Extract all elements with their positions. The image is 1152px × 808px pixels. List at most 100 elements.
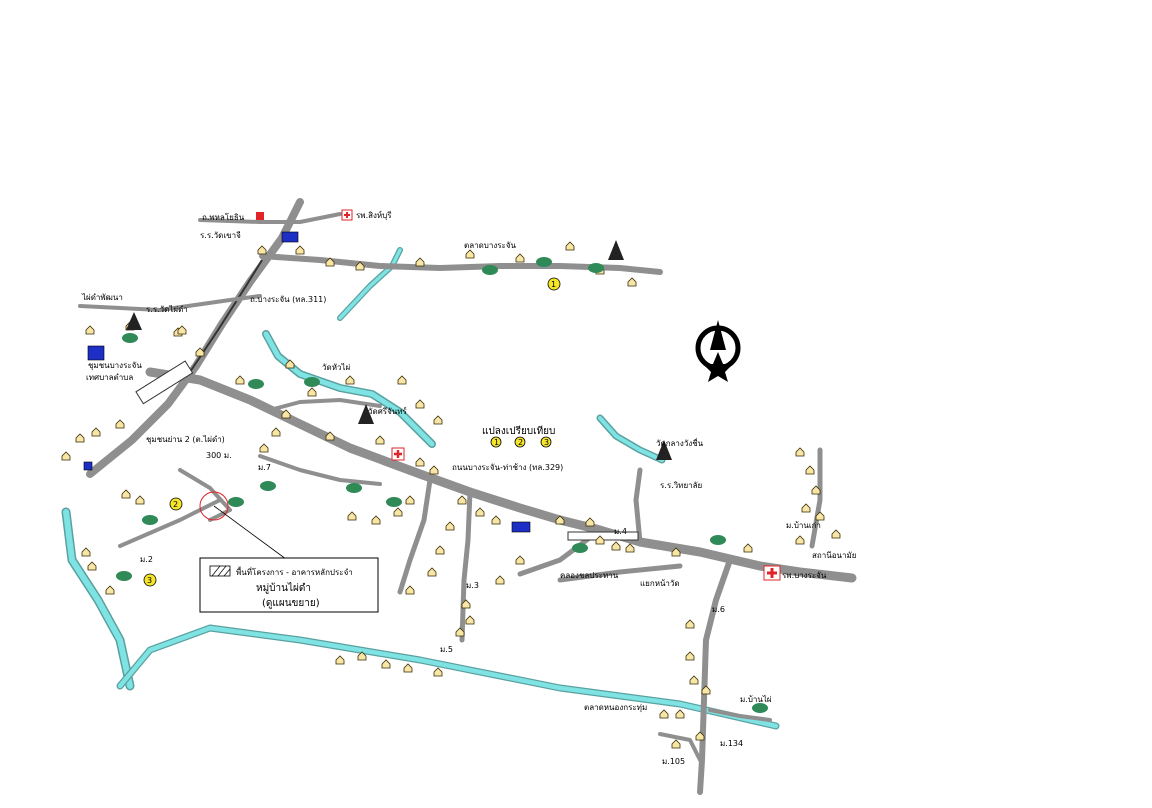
label-m3: ม.3 bbox=[466, 581, 479, 590]
house-icon bbox=[659, 709, 669, 719]
north-label: N bbox=[715, 337, 721, 346]
svg-text:2: 2 bbox=[518, 438, 523, 447]
hospitals bbox=[256, 209, 781, 581]
label-top-road: ถ.พหลโยธิน bbox=[202, 212, 245, 222]
marker-circle: 3 bbox=[540, 436, 552, 448]
river-east-inner bbox=[598, 416, 664, 462]
temple-icon bbox=[608, 240, 624, 260]
road-south-west bbox=[118, 498, 222, 548]
label-mid-road: ถ.บางระจัน (ทล.311) bbox=[250, 295, 326, 304]
marker-circle: 2 bbox=[514, 436, 526, 448]
house-icon bbox=[259, 443, 269, 453]
label-m6: ม.6 bbox=[712, 605, 725, 614]
legend-line-1: พื้นที่โครงการ - อาคารหลักประจำ bbox=[236, 566, 353, 577]
house-icon bbox=[435, 545, 445, 555]
house-icon bbox=[515, 253, 525, 263]
label-canal: คลองชลประทาน bbox=[560, 571, 619, 580]
canal-south-inner bbox=[117, 625, 779, 729]
highway-dark bbox=[189, 259, 263, 373]
house-icon bbox=[75, 433, 85, 443]
house-icon bbox=[625, 543, 635, 553]
legend-pointer bbox=[213, 505, 291, 563]
house-icon bbox=[271, 427, 281, 437]
house-icon bbox=[445, 521, 455, 531]
label-khet: ชุมชนย่าน 2 (ต.ไผ่ดำ) bbox=[146, 435, 225, 444]
house-icon bbox=[121, 489, 131, 499]
tree-icon bbox=[248, 379, 264, 389]
road-main-mid bbox=[145, 367, 857, 583]
label-thai-school: วัดหัวไผ่ bbox=[322, 363, 350, 372]
house-icon bbox=[743, 543, 753, 553]
tree-icon bbox=[122, 333, 138, 343]
house-icon bbox=[433, 415, 443, 425]
label-m2: ม.2 bbox=[140, 555, 153, 564]
house-icon bbox=[375, 435, 385, 445]
svg-text:1: 1 bbox=[551, 280, 556, 289]
road-east-south bbox=[697, 557, 733, 795]
label-m105: ม.105 bbox=[662, 757, 685, 766]
road-east-north bbox=[633, 467, 643, 545]
rivers bbox=[61, 247, 780, 730]
house-icon bbox=[565, 241, 575, 251]
house-icon bbox=[461, 599, 471, 609]
svg-text:3: 3 bbox=[544, 438, 549, 447]
house-icon bbox=[811, 485, 821, 495]
house-icon bbox=[685, 619, 695, 629]
tree-icon bbox=[752, 703, 768, 713]
house-icon bbox=[347, 511, 357, 521]
highway-bridge bbox=[135, 360, 639, 541]
house-icon bbox=[85, 325, 95, 335]
label-river-road: ถนนบางระจัน-ท่าช้าง (ทล.329) bbox=[452, 463, 563, 472]
label-temple-right: วัดกลางวังชื่น bbox=[656, 437, 704, 448]
hospital-cross-icon bbox=[767, 568, 777, 578]
map-labels: ถ.พหลโยธิน รพ.สิงห์บุรี ร.ร.วัดเขาจี ตลา… bbox=[81, 210, 856, 766]
house-icon bbox=[795, 447, 805, 457]
label-m4: ม.4 bbox=[614, 527, 627, 536]
svg-text:3: 3 bbox=[147, 576, 152, 585]
house-icon bbox=[795, 535, 805, 545]
label-school-c: ร.ร.วิทยาลัย bbox=[660, 481, 702, 490]
house-icon bbox=[325, 431, 335, 441]
tree-icon bbox=[710, 535, 726, 545]
label-hospital-top: รพ.สิงห์บุรี bbox=[356, 210, 392, 220]
label-plan: แปลงเปรียบเทียบ bbox=[482, 425, 555, 437]
temples bbox=[126, 240, 672, 460]
house-icon bbox=[433, 667, 443, 677]
tree-icon bbox=[346, 483, 362, 493]
label-school-a: ร.ร.วัดเขาจี bbox=[200, 231, 241, 240]
house-icon bbox=[115, 419, 125, 429]
tree-icon bbox=[142, 515, 158, 525]
house-icon bbox=[701, 685, 711, 695]
temple-icon bbox=[656, 440, 672, 460]
house-icon bbox=[627, 277, 637, 287]
label-right-temple: วัดศรีจันทร์ bbox=[368, 406, 407, 416]
house-icon bbox=[135, 495, 145, 505]
house-icon bbox=[465, 249, 475, 259]
house-icon bbox=[285, 359, 295, 369]
house-icon bbox=[415, 457, 425, 467]
house-icon bbox=[335, 655, 345, 665]
road-south-1 bbox=[459, 489, 473, 643]
house-icon bbox=[195, 347, 205, 357]
road-branch-2 bbox=[258, 454, 382, 486]
house-icon bbox=[595, 535, 605, 545]
house-icon bbox=[105, 585, 115, 595]
house-icon bbox=[397, 375, 407, 385]
label-junction: แยกหน้าวัด bbox=[640, 579, 680, 588]
label-m7: ม.7 bbox=[258, 463, 271, 472]
label-dist-300: 300 ม. bbox=[206, 451, 232, 460]
house-icon bbox=[689, 675, 699, 685]
house-icon bbox=[393, 507, 403, 517]
house-icon bbox=[357, 651, 367, 661]
house-icon bbox=[465, 615, 475, 625]
river-west-inner bbox=[63, 509, 133, 689]
house-icon bbox=[345, 375, 355, 385]
hospital-cross-icon bbox=[394, 450, 402, 458]
house-icon bbox=[515, 555, 525, 565]
house-icon bbox=[61, 451, 71, 461]
marker-circle: 2 bbox=[169, 497, 183, 511]
house-icon bbox=[685, 651, 695, 661]
house-icon bbox=[81, 547, 91, 557]
house-icon bbox=[457, 495, 467, 505]
